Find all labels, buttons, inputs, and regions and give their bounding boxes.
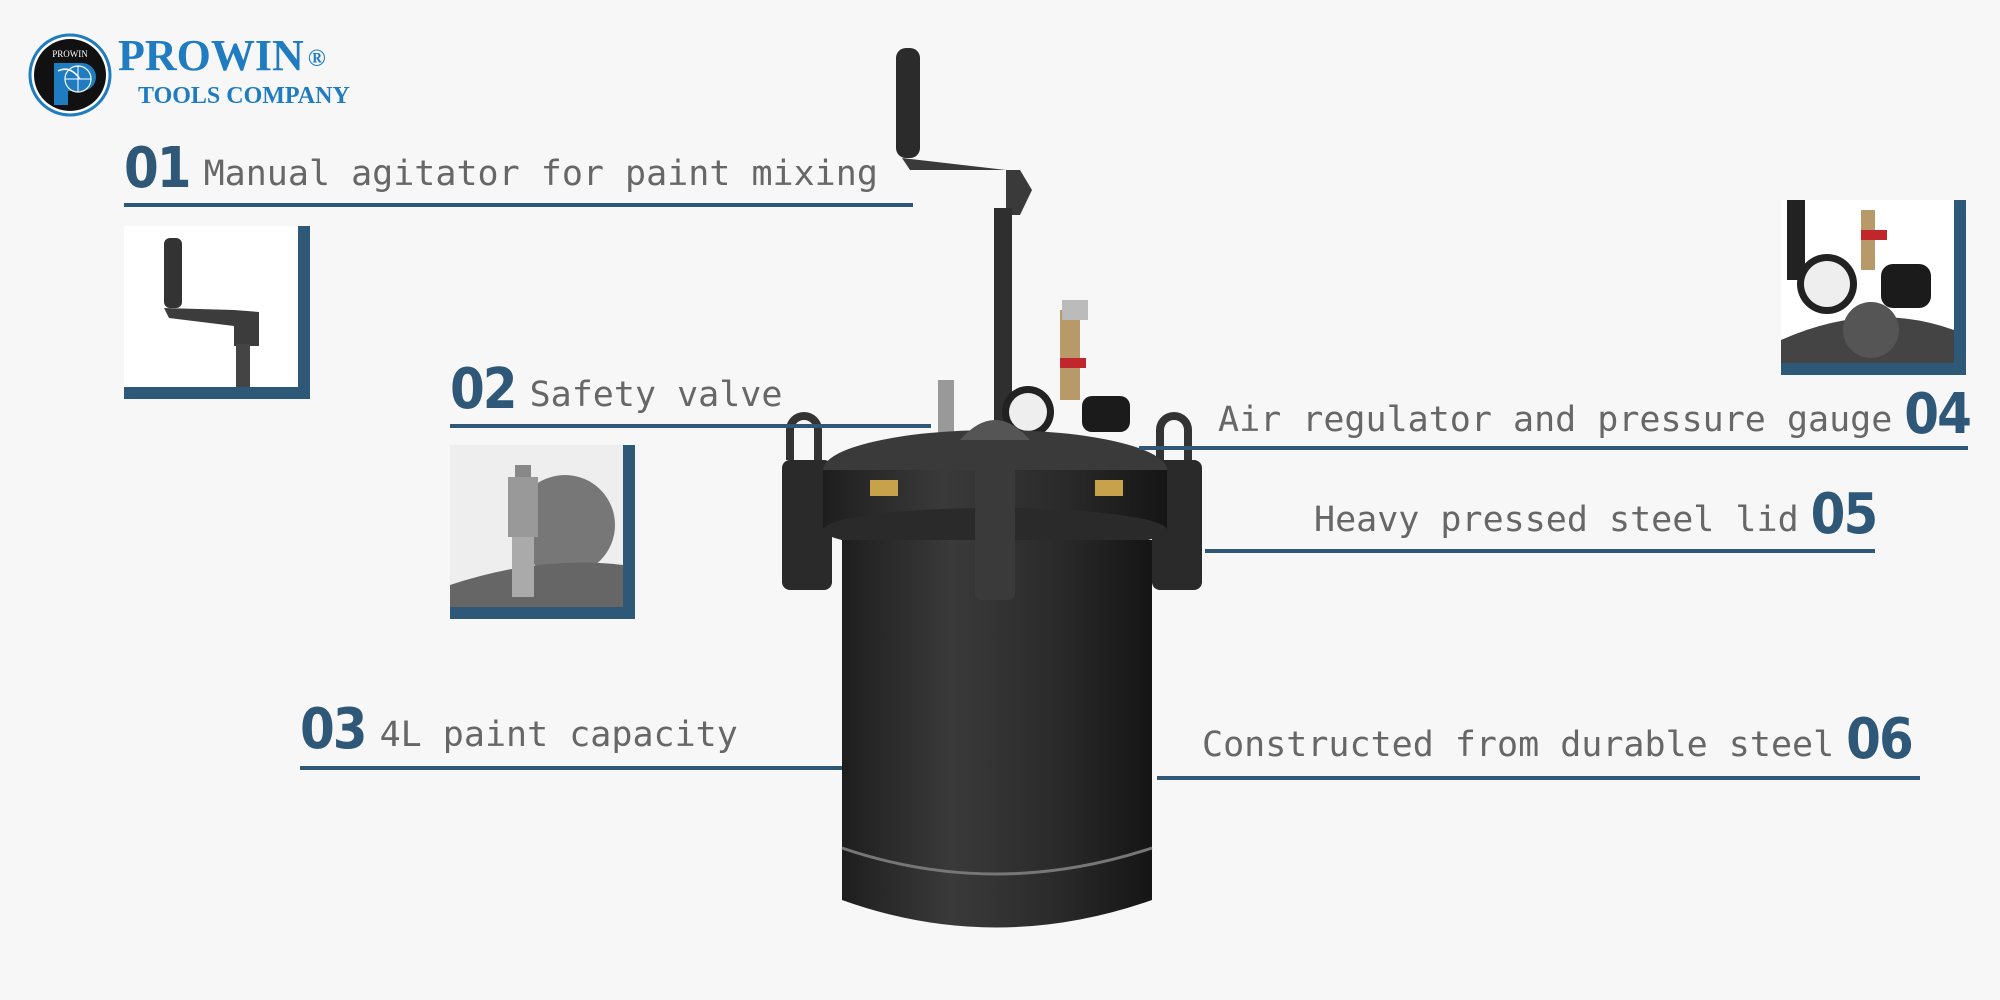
feature-number: 05 bbox=[1810, 481, 1879, 547]
feature-01-underline bbox=[124, 203, 913, 207]
feature-label: Constructed from durable steel bbox=[1202, 725, 1835, 765]
paint-pressure-tank-image bbox=[770, 40, 1230, 964]
feature-label: Manual agitator for paint mixing bbox=[203, 154, 878, 194]
feature-number: 01 bbox=[124, 135, 192, 201]
feature-01: 01 Manual agitator for paint mixing bbox=[124, 140, 878, 196]
feature-02: 02 Safety valve bbox=[450, 361, 783, 417]
feature-number: 04 bbox=[1904, 381, 1972, 447]
feature-number: 03 bbox=[300, 696, 368, 762]
feature-01-thumbnail bbox=[124, 226, 310, 399]
safety-valve-icon bbox=[450, 445, 623, 607]
feature-label: Safety valve bbox=[529, 375, 783, 415]
pressure-gauge-icon bbox=[1781, 200, 1954, 363]
feature-label: Heavy pressed steel lid bbox=[1314, 500, 1799, 540]
feature-05: Heavy pressed steel lid 05 bbox=[1314, 486, 1878, 542]
feature-06-underline bbox=[1157, 776, 1920, 780]
feature-05-underline bbox=[1205, 549, 1875, 553]
svg-text:PROWIN: PROWIN bbox=[52, 49, 88, 59]
feature-04: Air regulator and pressure gauge 04 bbox=[1218, 386, 1972, 442]
feature-02-underline bbox=[450, 424, 931, 428]
agitator-handle-icon bbox=[164, 238, 259, 387]
feature-03-underline bbox=[300, 766, 842, 770]
feature-02-thumbnail bbox=[450, 445, 635, 619]
feature-04-thumbnail bbox=[1781, 200, 1966, 375]
feature-06: Constructed from durable steel 06 bbox=[1202, 711, 1914, 767]
feature-number: 06 bbox=[1846, 706, 1914, 772]
feature-04-underline bbox=[1139, 446, 1968, 450]
brand-name: PROWIN® bbox=[118, 31, 326, 80]
brand-emblem: PROWIN bbox=[28, 33, 112, 117]
feature-number: 02 bbox=[450, 356, 518, 422]
feature-03: 03 4L paint capacity bbox=[300, 701, 738, 757]
feature-label: 4L paint capacity bbox=[379, 715, 738, 755]
feature-label: Air regulator and pressure gauge bbox=[1218, 400, 1893, 440]
brand-subtitle: TOOLS COMPANY bbox=[138, 83, 350, 109]
